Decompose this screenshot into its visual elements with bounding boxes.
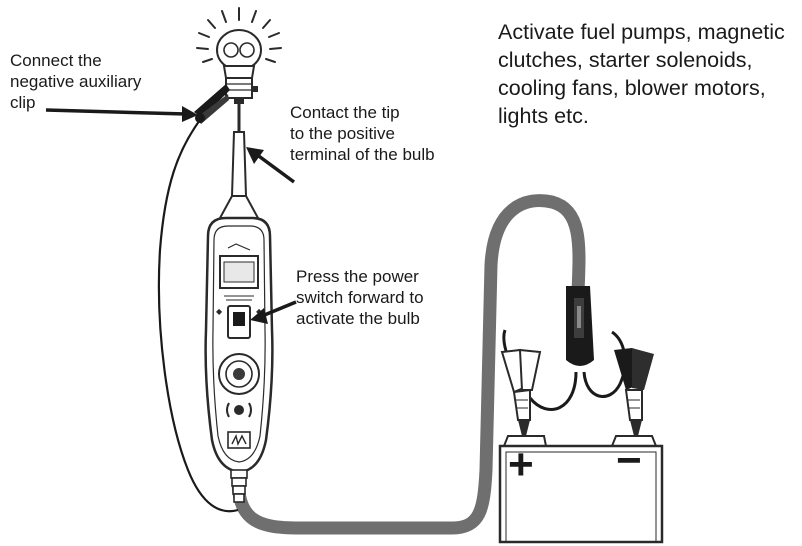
- contact-tip-line-1: Contact the tip: [290, 103, 400, 122]
- negative-clamp: [614, 348, 654, 436]
- power-switch-line-1: Press the power: [296, 267, 419, 286]
- power-switch-line-2: switch forward to: [296, 288, 424, 307]
- auxiliary-wire: [157, 119, 239, 513]
- probe-tip: [218, 104, 260, 219]
- svg-text:◆: ◆: [256, 307, 263, 316]
- battery-positive-symbol: +: [508, 440, 534, 489]
- power-switch-line-3: activate the bulb: [296, 309, 420, 328]
- light-bulb: [196, 7, 282, 104]
- arrow-to-tip: [254, 152, 296, 184]
- speaker-icon: [226, 402, 252, 418]
- cable-strain-relief: [230, 469, 248, 503]
- contact-tip-line-2: to the positive: [290, 124, 395, 143]
- applications-line-4: lights etc.: [498, 104, 589, 128]
- applications-annotation: Activate fuel pumps, magnetic clutches, …: [498, 18, 785, 130]
- brand-logo: [227, 431, 251, 449]
- negative-clip-line-2: negative auxiliary: [10, 72, 142, 91]
- negative-clamp-lead: [582, 330, 627, 398]
- arrow-to-clip: [45, 108, 187, 116]
- annotation-arrows: [45, 106, 297, 324]
- arrow-to-switch: [261, 300, 297, 318]
- battery: [498, 435, 664, 544]
- contact-tip-annotation: Contact the tip to the positive terminal…: [290, 102, 435, 165]
- power-switch-annotation: Press the power switch forward to activa…: [296, 266, 424, 329]
- negative-clip-line-1: Connect the: [10, 51, 102, 70]
- contact-tip-line-3: terminal of the bulb: [290, 145, 435, 164]
- negative-clip-annotation: Connect the negative auxiliary clip: [10, 50, 141, 113]
- svg-text:◆: ◆: [216, 307, 223, 316]
- fuse-holder: [566, 286, 594, 366]
- applications-line-1: Activate fuel pumps, magnetic: [498, 20, 785, 44]
- negative-auxiliary-clip: [194, 84, 230, 124]
- power-cable: [231, 194, 586, 535]
- battery-negative-symbol: −: [616, 436, 642, 485]
- power-probe-body: ◆ ◆: [204, 216, 274, 474]
- applications-line-3: cooling fans, blower motors,: [498, 76, 766, 100]
- applications-line-2: clutches, starter solenoids,: [498, 48, 753, 72]
- positive-clamp: [500, 348, 542, 436]
- negative-clip-line-3: clip: [10, 93, 36, 112]
